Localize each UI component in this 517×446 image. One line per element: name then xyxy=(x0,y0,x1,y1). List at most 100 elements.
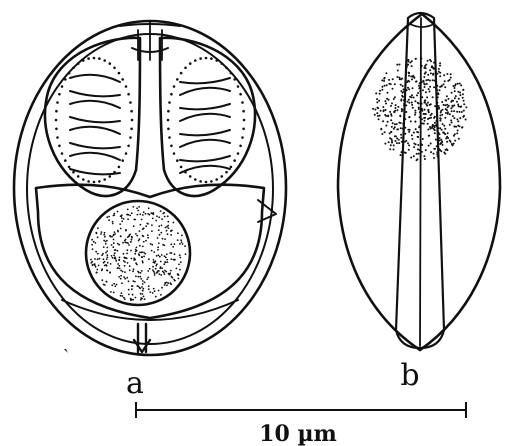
filament-coil xyxy=(180,166,230,173)
stipple-dot xyxy=(396,109,398,111)
stipple-dot xyxy=(446,95,448,97)
stipple-dot xyxy=(389,132,391,134)
stipple-dot xyxy=(129,136,132,139)
stipple-dot xyxy=(96,272,98,274)
filament-coil xyxy=(70,75,120,82)
panel-a-label: a xyxy=(126,366,144,401)
stipple-dot xyxy=(168,227,170,229)
stipple-dot xyxy=(164,284,166,286)
stipple-dot xyxy=(177,232,179,234)
stipple-dot xyxy=(162,238,164,240)
stipple-dot xyxy=(446,104,448,106)
stipple-dot xyxy=(129,215,131,217)
stipple-dot xyxy=(459,83,461,85)
stipple-dot xyxy=(132,285,134,287)
stipple-dot xyxy=(120,275,122,277)
stipple-dot xyxy=(156,255,158,257)
stipple-dot xyxy=(177,273,179,275)
stipple-dot xyxy=(423,113,425,115)
stipple-dot xyxy=(388,141,390,143)
stipple-dot xyxy=(440,118,442,120)
stipple-dot xyxy=(411,65,413,67)
stipple-dot xyxy=(103,246,105,248)
stipple-dot xyxy=(239,145,242,148)
stipple-dot xyxy=(395,140,397,142)
stipple-dot xyxy=(456,118,458,120)
stipple-dot xyxy=(452,100,454,102)
filament-coil xyxy=(70,169,120,174)
stipple-dot xyxy=(128,289,130,291)
stipple-dot xyxy=(147,234,149,236)
stipple-dot xyxy=(126,242,128,244)
stipple-dot xyxy=(381,89,383,91)
stipple-dot xyxy=(180,239,182,241)
stipple-dot xyxy=(154,290,156,292)
stipple-dot xyxy=(451,122,453,124)
stipple-dot xyxy=(237,85,240,88)
stipple-dot xyxy=(93,181,96,184)
stipple-dot xyxy=(124,278,126,280)
stipple-dot xyxy=(181,241,183,243)
stipple-dot xyxy=(379,90,381,92)
stipple-dot xyxy=(438,107,440,109)
stipple-dot xyxy=(425,91,427,93)
stipple-dot xyxy=(459,92,461,94)
stipple-dot xyxy=(450,73,452,75)
stipple-dot xyxy=(445,108,447,110)
stipple-dot xyxy=(121,220,123,222)
stipple-dot xyxy=(148,258,150,260)
stipple-dot xyxy=(459,94,461,96)
stipple-dot xyxy=(434,148,436,150)
stipple-dot xyxy=(436,73,438,75)
stipple-dot xyxy=(410,157,412,159)
stipple-dot xyxy=(408,149,410,151)
stipple-dot xyxy=(55,128,58,131)
stipple-dot xyxy=(429,86,431,88)
stipple-dot xyxy=(424,99,426,101)
stipple-dot xyxy=(117,267,119,269)
stipple-dot xyxy=(407,101,409,103)
stipple-dot xyxy=(115,249,117,251)
stipple-dot xyxy=(180,166,183,169)
stipple-dot xyxy=(428,145,430,147)
stipple-dot xyxy=(156,272,158,274)
stipple-dot xyxy=(121,292,123,294)
stipple-dot xyxy=(119,257,121,259)
stipple-dot xyxy=(161,218,163,220)
stipple-dot xyxy=(151,244,153,246)
polar-filament-coils xyxy=(70,75,230,175)
stipple-dot xyxy=(402,123,404,125)
stipple-dot xyxy=(440,139,442,141)
stipple-dot xyxy=(107,256,109,258)
stipple-dot xyxy=(415,58,417,60)
stipple-dot xyxy=(125,152,128,155)
stipple-dot xyxy=(436,130,438,132)
filament-coil xyxy=(180,88,230,95)
stipple-dot xyxy=(425,79,427,81)
stipple-dot xyxy=(427,60,429,62)
stipple-dot xyxy=(436,89,438,91)
stipple-dot xyxy=(135,262,137,264)
stipple-dot xyxy=(104,261,106,263)
stipple-dot xyxy=(199,180,202,183)
stipple-dot xyxy=(131,288,133,290)
stipple-dot xyxy=(434,132,436,134)
stipple-dot xyxy=(452,115,454,117)
stipple-dot xyxy=(141,219,143,221)
stipple-dot xyxy=(453,104,455,106)
stipple-dot xyxy=(167,282,169,284)
stipple-dot xyxy=(152,218,154,220)
stipple-dot xyxy=(91,239,93,241)
stipple-dot xyxy=(414,121,416,123)
stipple-dot xyxy=(419,90,421,92)
stipple-dot xyxy=(56,101,59,104)
stipple-dot xyxy=(399,78,401,80)
stipple-dot xyxy=(144,298,146,300)
polar-capsule-right xyxy=(160,38,255,196)
stipple-dot xyxy=(433,62,435,64)
stipple-dot xyxy=(416,159,418,161)
stipple-dot xyxy=(167,215,169,217)
stipple-dot xyxy=(404,118,406,120)
stipple-dot xyxy=(405,104,407,106)
stipple-dot xyxy=(126,257,128,259)
